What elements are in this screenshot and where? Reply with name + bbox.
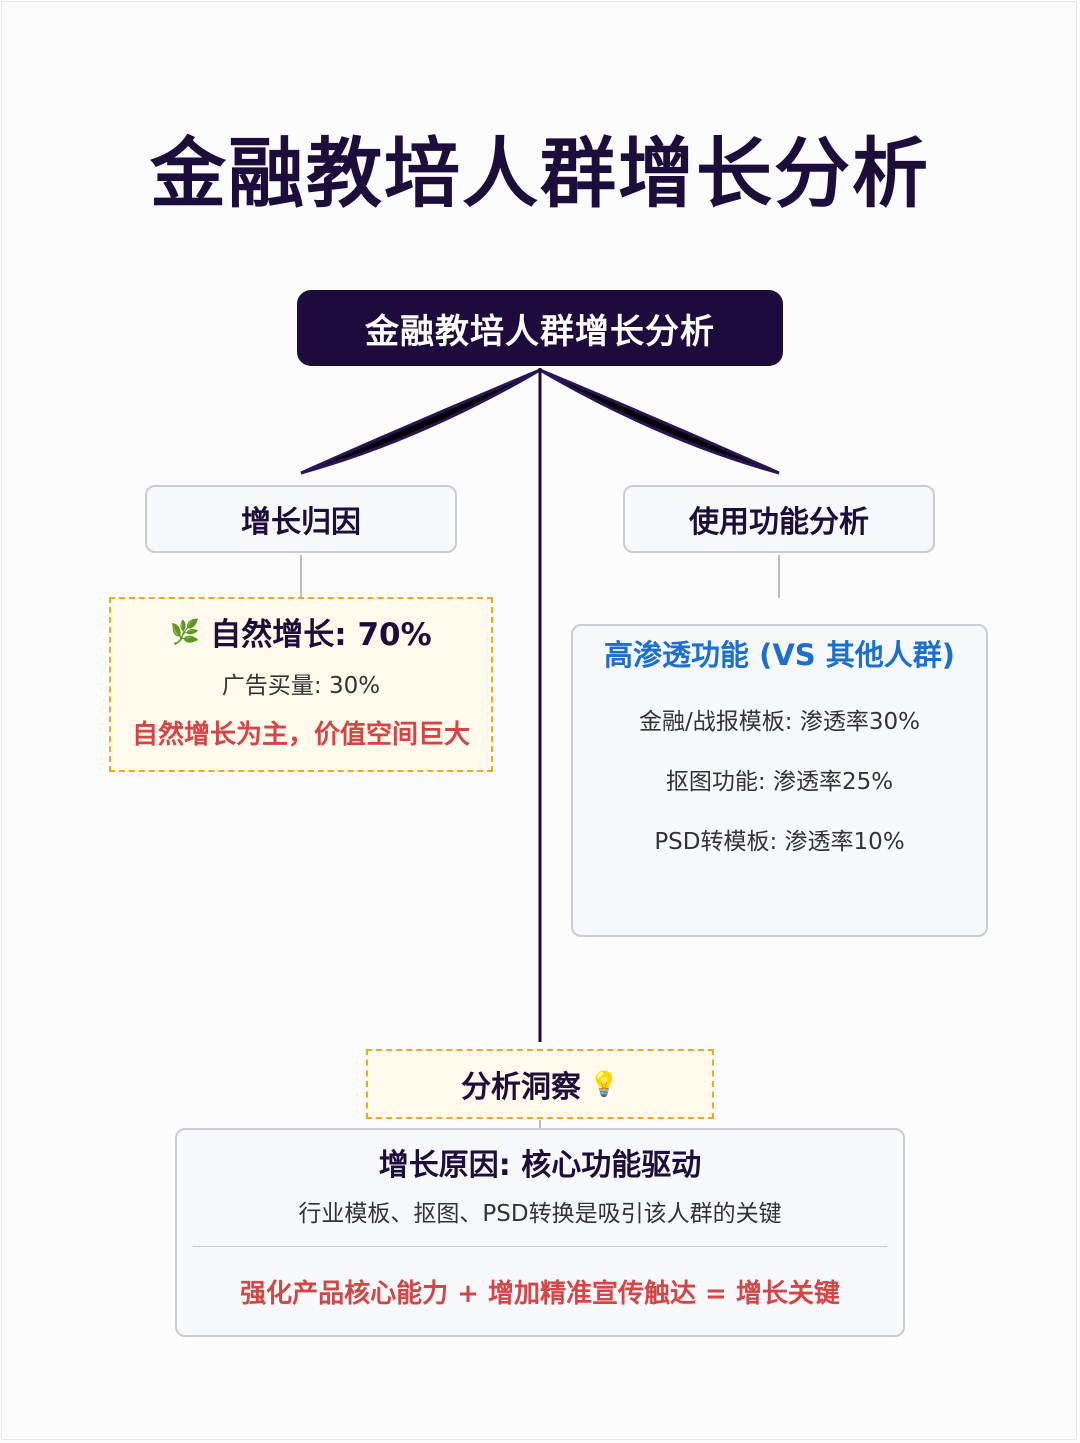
feature-item: 抠图功能: 渗透率25% [665, 769, 894, 795]
connector-root-to-feature [539, 368, 780, 475]
organic-growth-value: 自然增长: 70% [210, 617, 432, 653]
feature-list: 金融/战报模板: 渗透率30% 抠图功能: 渗透率25% PSD转模板: 渗透率… [573, 692, 986, 872]
page-title: 金融教培人群增长分析 [150, 129, 930, 218]
organic-growth-row: 🌿 自然增长: 70% [111, 609, 491, 654]
insight-card: 增长原因: 核心功能驱动 行业模板、抠图、PSD转换是吸引该人群的关键 强化产品… [175, 1128, 905, 1337]
growth-attribution-card: 🌿 自然增长: 70% 广告买量: 30% 自然增长为主，价值空间巨大 [109, 597, 493, 772]
lightbulb-icon: 💡 [589, 1070, 619, 1098]
feature-card-title: 高渗透功能 (VS 其他人群) [603, 638, 956, 672]
growth-conclusion: 自然增长为主，价值空间巨大 [131, 720, 470, 750]
insight-description: 行业模板、抠图、PSD转换是吸引该人群的关键 [298, 1201, 782, 1227]
feature-penetration-card: 高渗透功能 (VS 其他人群) 金融/战报模板: 渗透率30% 抠图功能: 渗透… [571, 624, 988, 937]
paid-ads-value: 广告买量: 30% [221, 673, 381, 699]
root-node: 金融教培人群增长分析 [297, 290, 783, 366]
feature-item: 金融/战报模板: 渗透率30% [639, 709, 920, 735]
insight-divider [193, 1246, 887, 1247]
feature-item: PSD转模板: 渗透率10% [654, 829, 905, 855]
branch-growth-attribution: 增长归因 [145, 485, 457, 553]
insight-conclusion: 强化产品核心能力 + 增加精准宣传触达 = 增长关键 [240, 1279, 840, 1309]
connector-root-to-attribution [300, 368, 541, 475]
insight-label: 分析洞察 [461, 1070, 582, 1105]
leaf-icon: 🌿 [170, 617, 201, 646]
branch-feature-analysis: 使用功能分析 [623, 485, 935, 553]
insight-node: 分析洞察 💡 [366, 1049, 714, 1119]
insight-title: 增长原因: 核心功能驱动 [378, 1148, 702, 1183]
